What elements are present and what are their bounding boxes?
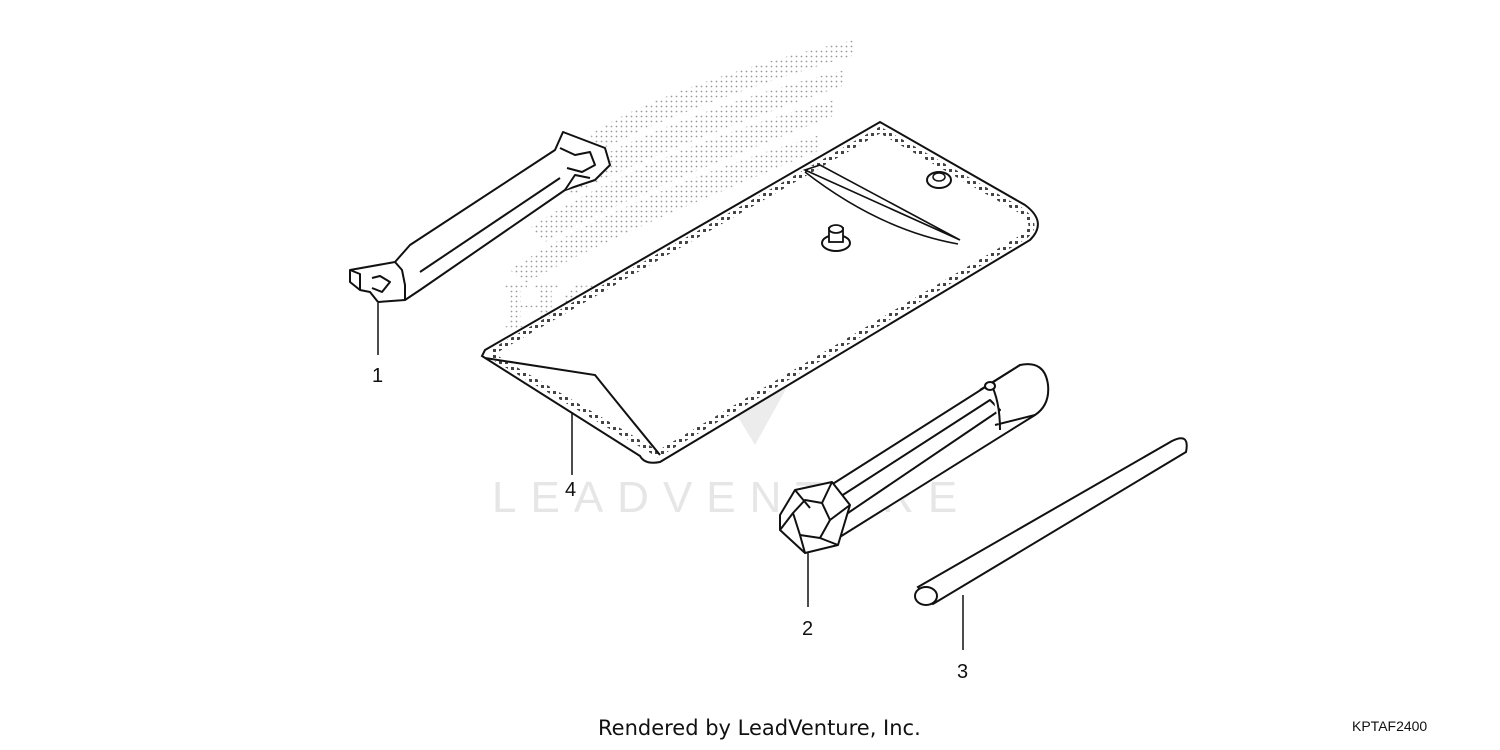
leader-lines	[377, 303, 964, 650]
callout-3: 3	[957, 661, 968, 683]
diagram-code: KPTAF2400	[1352, 718, 1428, 734]
spark-plug-socket-part	[779, 363, 1050, 554]
handle-bar-part	[914, 437, 1188, 606]
callout-2: 2	[802, 618, 813, 640]
tool-bag-part	[480, 120, 1039, 464]
callout-4: 4	[565, 479, 576, 501]
wrench-part	[349, 131, 611, 303]
callout-1: 1	[372, 365, 383, 387]
render-credit: Rendered by LeadVenture, Inc.	[598, 716, 921, 740]
